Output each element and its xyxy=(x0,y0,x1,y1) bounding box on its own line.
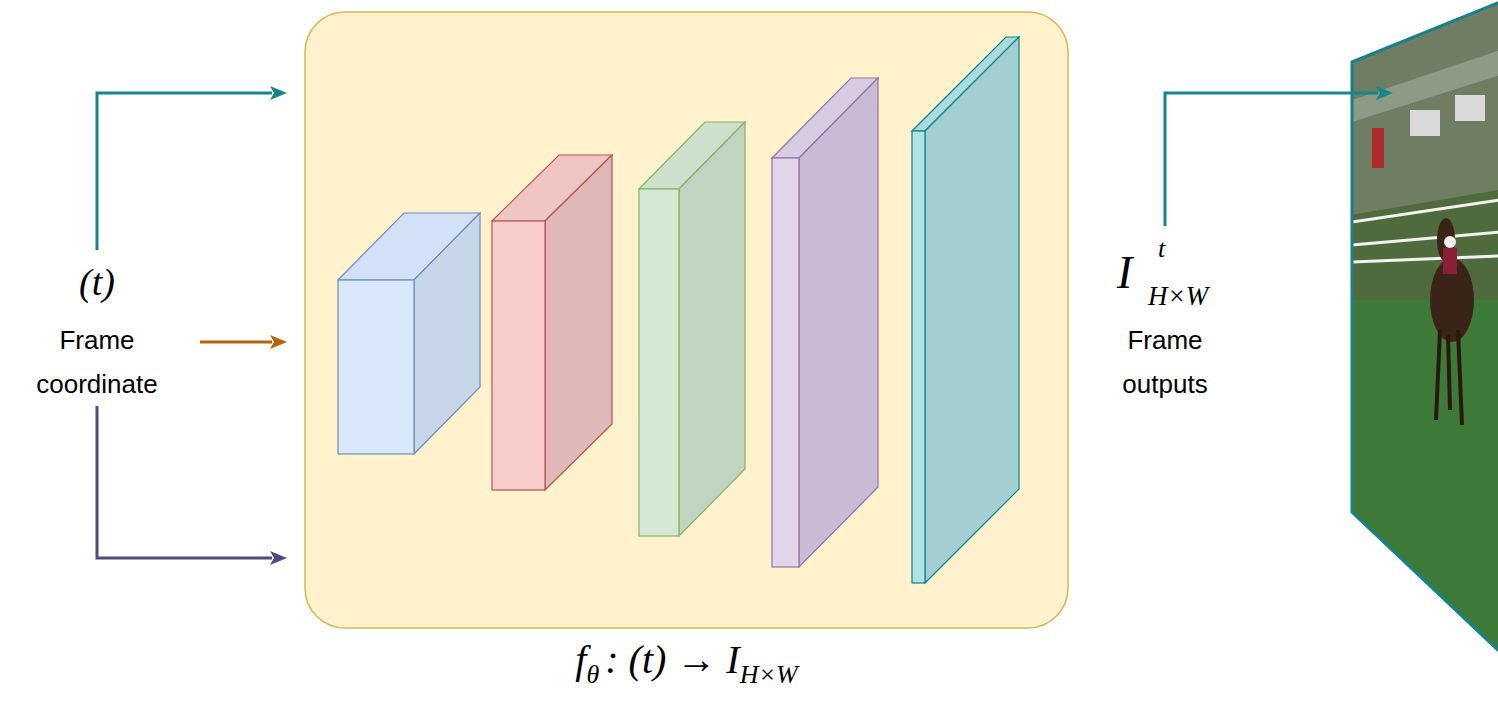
layer-front xyxy=(639,189,679,536)
arrow-head xyxy=(270,335,287,349)
horse xyxy=(1430,218,1474,425)
layer-front xyxy=(772,158,799,567)
model-box-outline xyxy=(305,12,1068,628)
layer-front xyxy=(492,221,545,490)
layer-side xyxy=(679,122,745,536)
layer-front xyxy=(338,280,414,454)
layer-stack xyxy=(338,37,1019,583)
layer-side xyxy=(545,155,612,490)
layer-front xyxy=(912,131,925,583)
frame-border xyxy=(1352,2,1498,652)
banner xyxy=(1372,128,1384,168)
banner xyxy=(1410,110,1440,136)
caption-label: Frame outputs xyxy=(1092,318,1238,406)
arrow-head xyxy=(1376,86,1393,100)
math-label: I xyxy=(1117,246,1147,300)
math-label: H×W xyxy=(1148,280,1258,312)
banner xyxy=(1455,95,1485,121)
arrow-line xyxy=(200,341,272,344)
layer-side xyxy=(925,37,1019,583)
box-layer xyxy=(305,12,1068,628)
formula-subscript: H×W xyxy=(740,660,798,689)
layer-side xyxy=(414,213,480,454)
caption-label: Frame coordinate xyxy=(17,318,177,406)
math-label: t xyxy=(1158,234,1182,264)
arrow-head xyxy=(270,86,287,100)
jockey xyxy=(1443,236,1457,274)
rails xyxy=(1352,200,1498,262)
formula-text: : (t) → I xyxy=(605,637,739,682)
model-box: fθ: (t) → IH×W xyxy=(305,12,1068,628)
formula-subscript: θ xyxy=(586,660,599,689)
arrow-head xyxy=(270,551,287,565)
arrow-line xyxy=(1165,93,1378,226)
formula-text: f xyxy=(575,637,586,682)
frame-image xyxy=(1350,0,1498,660)
output-arrow xyxy=(1165,86,1393,226)
turf xyxy=(1352,300,1498,660)
layer-side xyxy=(799,78,878,567)
math-label: (t) xyxy=(17,258,177,306)
formula: fθ: (t) → IH×W xyxy=(305,636,1068,690)
arrow-line xyxy=(97,93,272,250)
arrow-line xyxy=(97,406,272,558)
